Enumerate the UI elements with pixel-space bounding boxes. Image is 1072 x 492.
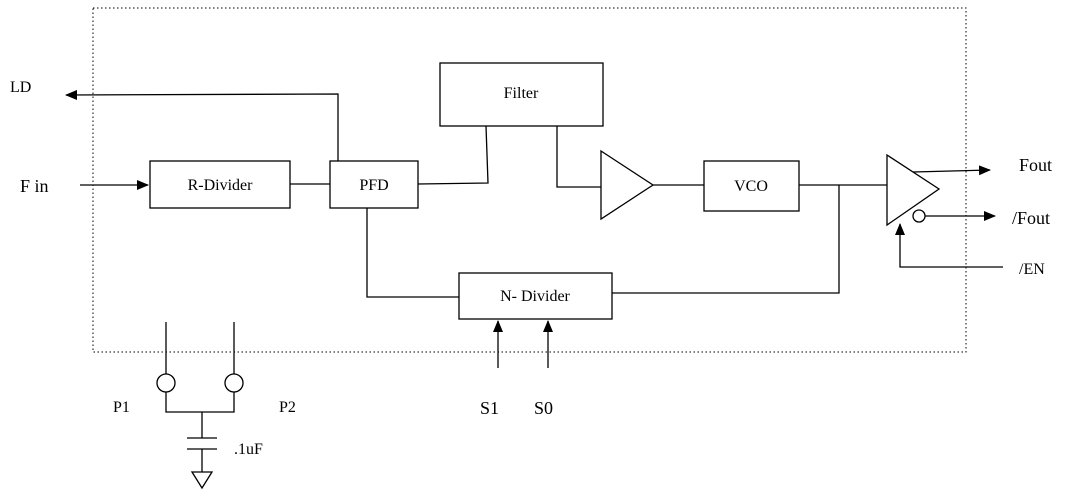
r-divider-label: R-Divider (188, 177, 254, 194)
filter-to-amp-wire (556, 126, 601, 188)
loop-filter-pins (156, 322, 244, 490)
en-wire (895, 223, 1003, 268)
vco-block: VCO (703, 160, 800, 212)
ground-symbol (190, 471, 214, 490)
r-divider-block: R-Divider (149, 160, 291, 209)
vco-label: VCO (734, 178, 768, 195)
pfd-label: PFD (359, 177, 388, 194)
amplifier-triangle (600, 149, 655, 221)
capacitor-symbol (187, 437, 217, 450)
capacitor-label: .1uF (234, 441, 263, 458)
fout-label: Fout (1019, 155, 1052, 175)
f-in-label: F in (20, 176, 49, 196)
n-divider-block: N- Divider (458, 272, 613, 320)
pfd-to-filter-wire (417, 125, 489, 185)
inverting-bubble (912, 209, 926, 223)
chip-boundary (92, 7, 967, 353)
n-divider-label: N- Divider (500, 288, 570, 305)
p1-pin (156, 373, 176, 393)
p2-label: P2 (279, 399, 296, 416)
ld-label: LD (10, 79, 31, 96)
p2-pin (224, 373, 244, 393)
filter-label: Filter (504, 85, 539, 102)
s1-label: S1 (480, 398, 499, 418)
filter-block: Filter (439, 62, 604, 127)
en-label: /EN (1019, 261, 1045, 278)
fout-wire (912, 165, 991, 176)
ld-wire (65, 89, 339, 183)
n-to-pfd-wire (366, 208, 459, 298)
s0-label: S0 (534, 398, 553, 418)
pfd-block: PFD (329, 160, 419, 209)
p1-label: P1 (113, 399, 130, 416)
feedback-wire (612, 185, 840, 294)
fout-n-label: /Fout (1012, 208, 1050, 228)
